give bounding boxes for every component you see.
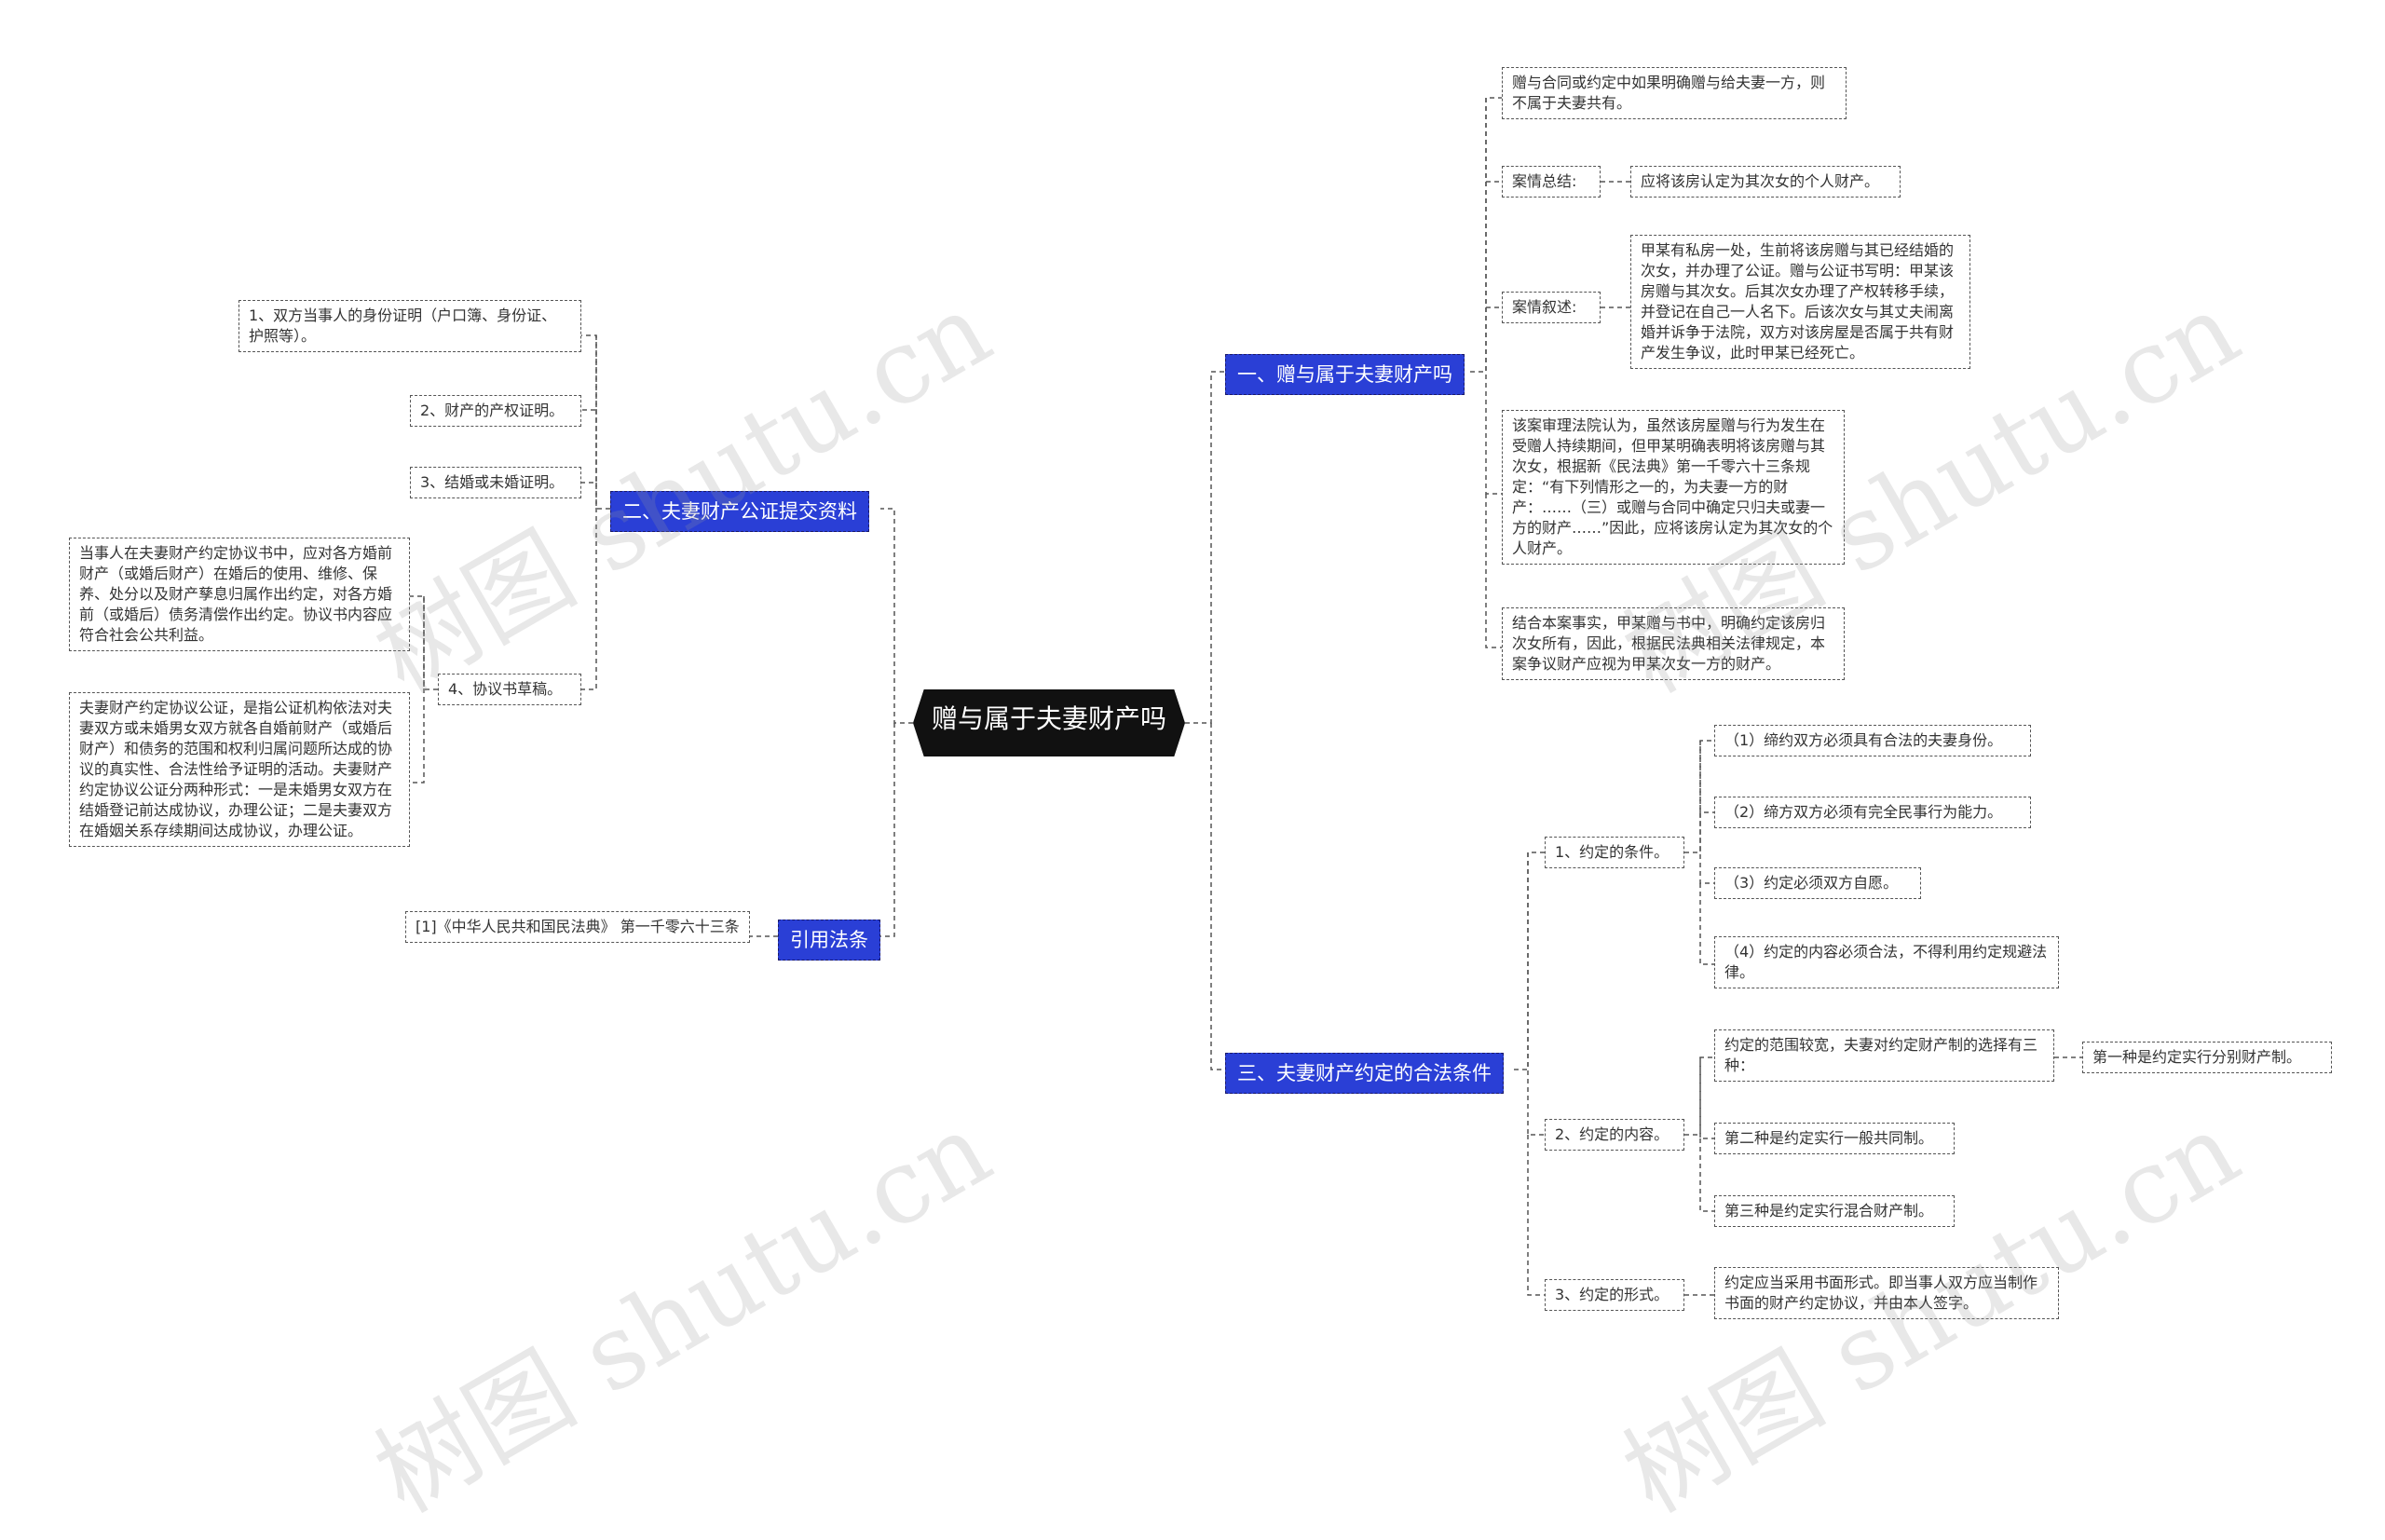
connector [1485, 307, 1502, 495]
node-marriage-certificate[interactable]: 3、结婚或未婚证明。 [410, 467, 581, 498]
node-court-opinion[interactable]: 该案审理法院认为，虽然该房屋赠与行为发生在受赠人持续期间，但甲某明确表明将该房赠… [1502, 410, 1845, 565]
branch-label: 引用法条 [790, 929, 868, 951]
connector [1699, 883, 1714, 965]
node-condition-4[interactable]: （4）约定的内容必须合法，不得利用约定规避法律。 [1714, 936, 2059, 988]
connector [1699, 1057, 1714, 1139]
node-conditions-label[interactable]: 1、约定的条件。 [1545, 837, 1684, 868]
connector [1527, 852, 1545, 1136]
node-condition-3[interactable]: （3）约定必须双方自愿。 [1714, 867, 1921, 899]
root-label: 赠与属于夫妻财产吗 [932, 703, 1167, 734]
node-content-2[interactable]: 第二种是约定实行一般共同制。 [1714, 1123, 1955, 1154]
connector [581, 335, 597, 411]
connector [1185, 371, 1225, 724]
node-id-documents[interactable]: 1、双方当事人的身份证明（户口簿、身份证、护照等）。 [238, 300, 581, 352]
connector [1514, 852, 1545, 1070]
connector [1684, 1056, 1714, 1136]
branch-notarization-materials[interactable]: 二、夫妻财产公证提交资料 [610, 491, 869, 532]
node-content-1[interactable]: 约定的范围较宽，夫妻对约定财产制的选择有三种： [1714, 1029, 2054, 1082]
connector [1485, 494, 1502, 648]
connector [581, 483, 597, 690]
connector [880, 508, 913, 724]
node-agreement-notarization[interactable]: 夫妻财产约定协议公证，是指公证机构依法对夫妻双方或未婚男女双方就各自婚前财产（或… [69, 692, 410, 847]
connector [581, 410, 597, 484]
connector [1684, 740, 1714, 853]
node-condition-1[interactable]: （1）缔约双方必须具有合法的夫妻身份。 [1714, 725, 2031, 756]
connector [1699, 1138, 1714, 1212]
node-conclusion[interactable]: 结合本案事实，甲某赠与书中，明确约定该房归次女所有，因此，根据民法典相关法律规定… [1502, 607, 1845, 680]
branch-cited-law[interactable]: 引用法条 [778, 920, 880, 961]
node-content-1-sub[interactable]: 第一种是约定实行分别财产制。 [2082, 1042, 2332, 1073]
branch-gift-marital-property[interactable]: 一、赠与属于夫妻财产吗 [1225, 354, 1465, 395]
node-agreement-content[interactable]: 当事人在夫妻财产约定协议书中，应对各方婚前财产（或婚后财产）在婚后的使用、维修、… [69, 538, 410, 651]
node-form-1[interactable]: 约定应当采用书面形式。即当事人双方应当制作书面的财产约定协议，并由本人签字。 [1714, 1267, 2059, 1319]
node-intro[interactable]: 赠与合同或约定中如果明确赠与给夫妻一方，则不属于夫妻共有。 [1502, 67, 1847, 119]
connector [1485, 182, 1502, 308]
connector [410, 596, 425, 784]
node-case-text[interactable]: 甲某有私房一处，生前将该房赠与其已经结婚的次女，并办理了公证。赠与公证书写明：甲… [1630, 235, 1970, 369]
branch-label: 二、夫妻财产公证提交资料 [622, 500, 857, 523]
root-topic[interactable]: 赠与属于夫妻财产吗 [913, 689, 1185, 756]
connector [1527, 1135, 1545, 1296]
node-agreement-draft[interactable]: 4、协议书草稿。 [438, 674, 581, 705]
mind-map-canvas: 赠与属于夫妻财产吗 一、赠与属于夫妻财产吗 赠与合同或约定中如果明确赠与给夫妻一… [69, 67, 2332, 1535]
node-summary-text[interactable]: 应将该房认定为其次女的个人财产。 [1630, 166, 1901, 198]
node-form-label[interactable]: 3、约定的形式。 [1545, 1279, 1684, 1311]
branch-label: 一、赠与属于夫妻财产吗 [1237, 363, 1452, 386]
connector [1699, 741, 1714, 813]
node-content-label[interactable]: 2、约定的内容。 [1545, 1119, 1684, 1151]
branch-label: 三、夫妻财产约定的合法条件 [1237, 1062, 1492, 1084]
connector [1210, 723, 1225, 1070]
branch-legal-conditions[interactable]: 三、夫妻财产约定的合法条件 [1225, 1053, 1504, 1094]
connector [1485, 98, 1502, 183]
node-summary-label[interactable]: 案情总结: [1502, 166, 1601, 198]
connector [880, 723, 895, 937]
connector-lines [410, 97, 2082, 1296]
connector [1699, 812, 1714, 884]
node-case-label[interactable]: 案情叙述: [1502, 292, 1601, 323]
node-condition-2[interactable]: （2）缔方双方必须有完全民事行为能力。 [1714, 797, 2031, 828]
node-law-citation[interactable]: [1]《中华人民共和国民法典》 第一千零六十三条 [405, 911, 750, 943]
node-content-3[interactable]: 第三种是约定实行混合财产制。 [1714, 1195, 1955, 1227]
node-property-certificate[interactable]: 2、财产的产权证明。 [410, 395, 581, 427]
